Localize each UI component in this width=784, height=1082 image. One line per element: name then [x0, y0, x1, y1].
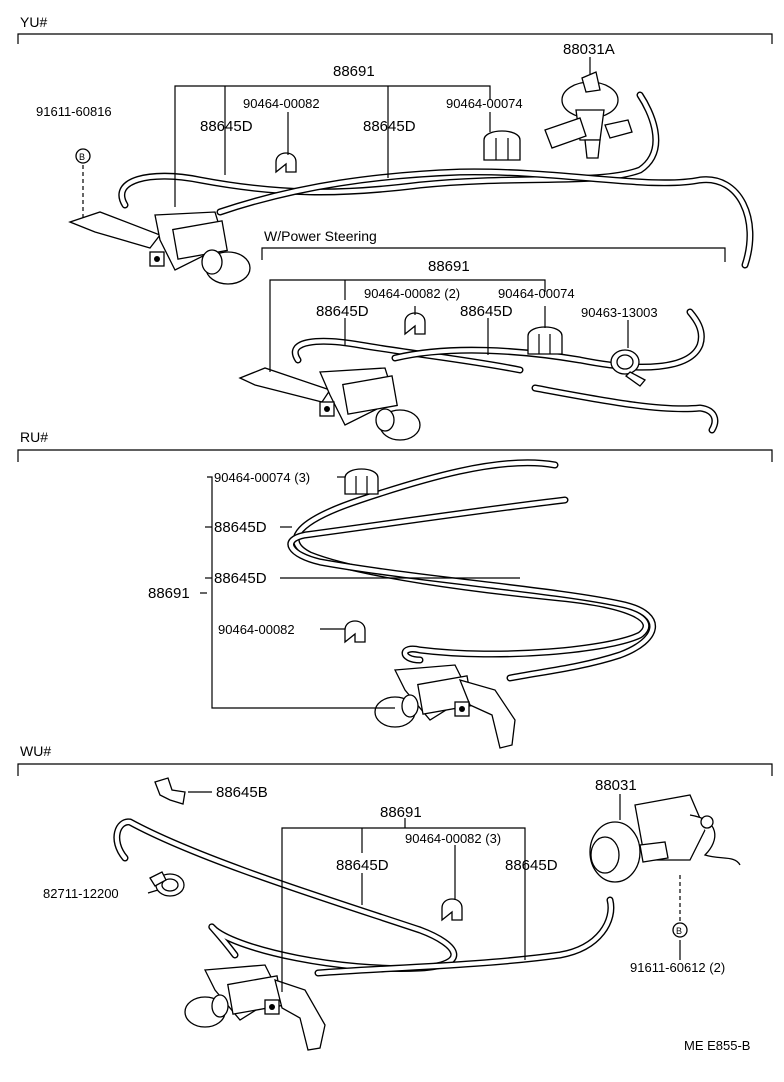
clip-wu — [149, 871, 185, 897]
figure-code: ME E855-B — [684, 1038, 750, 1053]
label-yu-ps-hose-a: 88645D — [316, 303, 369, 320]
hose-yu-ps-a — [291, 337, 524, 374]
label-yu-assy: 88691 — [333, 63, 375, 80]
hose-ru-b — [287, 496, 657, 682]
vsv-wu — [184, 964, 326, 1051]
label-wu-assy: 88691 — [380, 804, 422, 821]
leader-wu-clip — [147, 889, 159, 894]
valve-wu — [589, 794, 741, 883]
label-yu-bolt: 91611-60816 — [36, 104, 112, 119]
label-ru-hose-a: 88645D — [214, 519, 267, 536]
leader-yu-ps-assy — [269, 279, 546, 372]
section-title-ru: RU# — [20, 429, 48, 445]
clamp-ru-a — [344, 468, 379, 495]
section-bracket-wu — [17, 763, 773, 776]
clamp-wu — [441, 898, 463, 922]
leader-wu-assy — [281, 827, 526, 992]
hose-yu-second — [216, 168, 754, 269]
bolt-wu: B — [672, 875, 688, 938]
leader-yu-assy — [174, 85, 491, 207]
label-wu-valve: 88031 — [595, 777, 637, 794]
label-ru-clamp-b: 90464-00082 — [218, 622, 295, 637]
vsv-yu — [68, 211, 251, 285]
bolt-mark-wu: B — [676, 926, 682, 936]
clamp-yu-a — [275, 152, 297, 174]
label-yu-clamp-b: 90464-00074 — [446, 96, 523, 111]
hose-wu-short — [314, 896, 615, 977]
label-yu-clamp-a: 90464-00082 — [243, 96, 320, 111]
label-yu-ps-clip: 90463-13003 — [581, 305, 658, 320]
bolt-yu: B — [75, 148, 91, 220]
valve-yu — [544, 71, 633, 159]
clamp-ru-b — [344, 620, 366, 644]
vsv-ru — [374, 664, 516, 749]
joint-wu — [154, 777, 186, 805]
section-yu: YU# B — [17, 14, 773, 441]
subsection-title-yu-ps: W/Power Steering — [264, 228, 377, 244]
subsection-bracket-yu-ps — [261, 247, 726, 262]
hose-yu-main — [118, 91, 660, 209]
label-yu-ps-hose-b: 88645D — [460, 303, 513, 320]
label-wu-clamp: 90464-00082 (3) — [405, 831, 501, 846]
clamp-yu-ps-a — [404, 312, 426, 336]
label-yu-hose-a: 88645D — [200, 118, 253, 135]
label-wu-hose-a: 88645D — [336, 857, 389, 874]
section-title-wu: WU# — [20, 743, 51, 759]
label-ru-clamp-a: 90464-00074 (3) — [214, 470, 310, 485]
vsv-yu-ps — [238, 367, 421, 441]
hose-yu-ps-c — [531, 384, 719, 434]
clamp-yu-ps-b — [527, 326, 563, 355]
label-ru-hose-b: 88645D — [214, 570, 267, 587]
label-yu-hose-b: 88645D — [363, 118, 416, 135]
section-title-yu: YU# — [20, 14, 47, 30]
label-yu-ps-assy: 88691 — [428, 258, 470, 275]
label-wu-bolt: 91611-60612 (2) — [630, 960, 725, 975]
section-ru: RU# — [17, 429, 773, 749]
label-wu-hose-b: 88645D — [505, 857, 558, 874]
section-bracket-yu — [17, 33, 773, 44]
clamp-yu-b — [483, 130, 521, 161]
label-yu-ps-clamp-b: 90464-00074 — [498, 286, 575, 301]
label-yu-valve: 88031A — [563, 41, 615, 58]
label-wu-joint: 88645B — [216, 784, 268, 801]
label-ru-assy: 88691 — [148, 585, 190, 602]
section-wu: WU# — [17, 743, 773, 1051]
hose-wu-long — [113, 818, 458, 972]
bolt-mark-yu: B — [79, 152, 85, 162]
subsection-yu-power-steering: W/Power Steering — [238, 228, 726, 441]
leader-ru-assy — [207, 476, 395, 709]
label-wu-clip: 82711-12200 — [43, 886, 119, 901]
section-bracket-ru — [17, 449, 773, 462]
label-yu-ps-clamp-a: 90464-00082 (2) — [364, 286, 460, 301]
hose-ru-a — [292, 459, 650, 664]
clip-yu-ps — [610, 349, 647, 387]
